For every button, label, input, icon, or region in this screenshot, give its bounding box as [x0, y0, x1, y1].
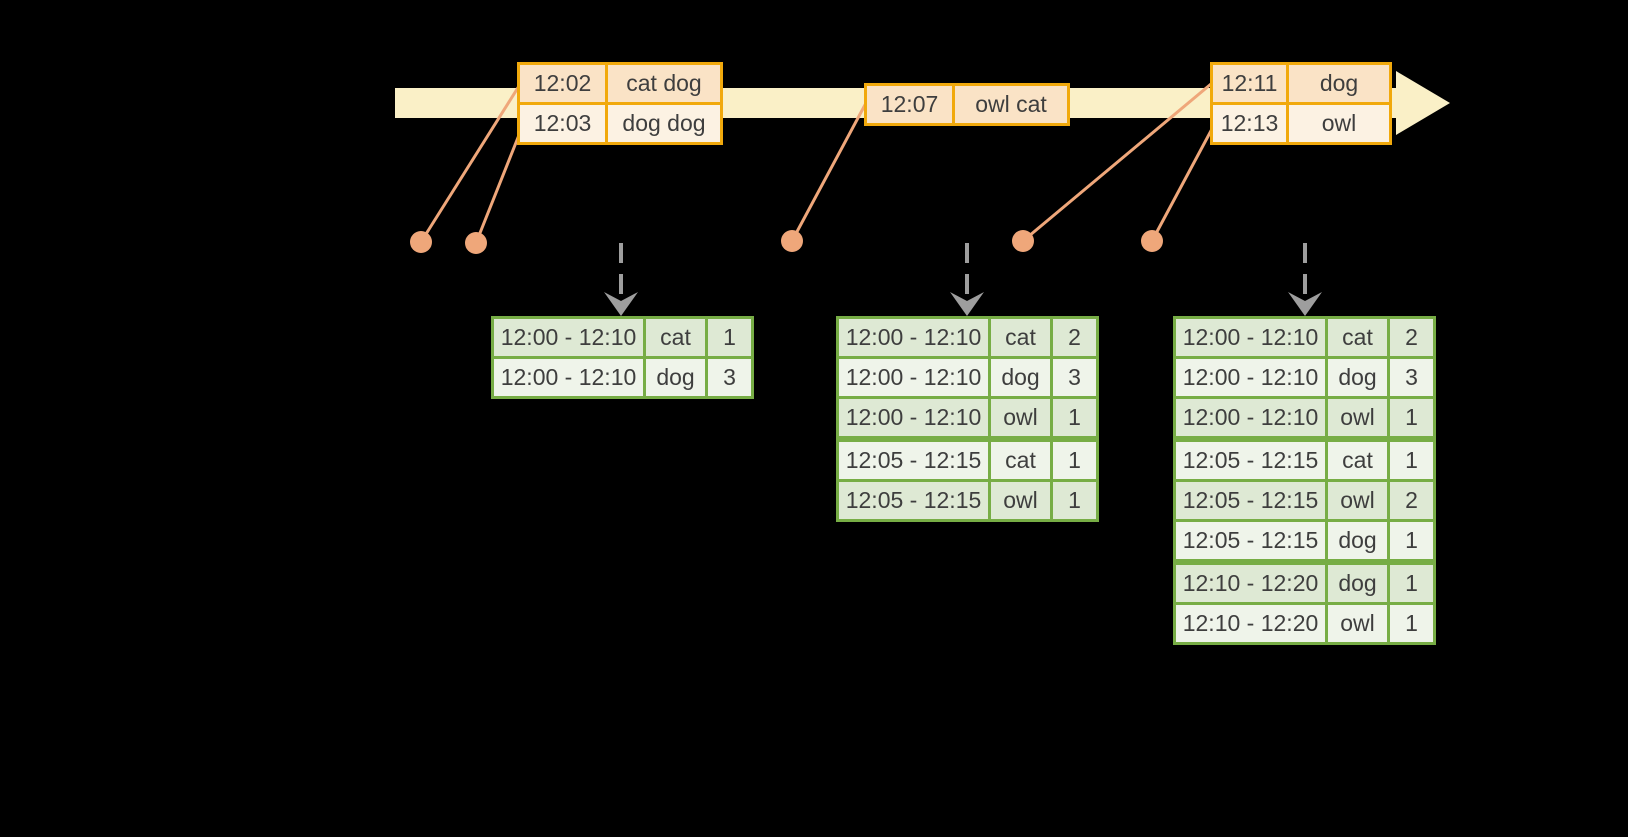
- word-cell: owl: [988, 479, 1053, 522]
- event-dot-icon: [410, 231, 432, 253]
- event-words-cell: dog dog: [605, 102, 723, 145]
- word-cell: dog: [1325, 519, 1390, 564]
- window-cell: 12:05 - 12:15: [1173, 519, 1328, 564]
- window-cell: 12:05 - 12:15: [1173, 479, 1328, 522]
- window-cell: 12:00 - 12:10: [491, 356, 646, 399]
- down-arrowhead-icon: [604, 292, 638, 316]
- window-cell: 12:05 - 12:15: [836, 436, 991, 482]
- word-cell: owl: [1325, 396, 1390, 441]
- connector-line: [1022, 82, 1212, 243]
- connector-line: [1150, 126, 1215, 242]
- event-time-cell: 12:03: [517, 102, 608, 145]
- event-time-cell: 12:13: [1210, 102, 1289, 145]
- event-dots: [410, 230, 1163, 254]
- count-cell: 1: [705, 316, 754, 359]
- window-cell: 12:05 - 12:15: [1173, 436, 1328, 482]
- word-cell: owl: [1325, 479, 1390, 522]
- event-time-cell: 12:11: [1210, 62, 1289, 105]
- word-cell: cat: [988, 436, 1053, 482]
- count-cell: 1: [1387, 602, 1436, 645]
- window-cell: 12:00 - 12:10: [1173, 356, 1328, 399]
- count-cell: 1: [1050, 479, 1099, 522]
- count-cell: 1: [1387, 559, 1436, 605]
- window-cell: 12:00 - 12:10: [1173, 316, 1328, 359]
- window-cell: 12:00 - 12:10: [836, 356, 991, 399]
- connector-line: [790, 102, 868, 242]
- count-cell: 1: [1050, 396, 1099, 441]
- count-cell: 2: [1387, 316, 1436, 359]
- word-cell: dog: [988, 356, 1053, 399]
- word-cell: owl: [1325, 602, 1390, 645]
- word-cell: cat: [1325, 316, 1390, 359]
- window-cell: 12:00 - 12:10: [836, 316, 991, 359]
- window-cell: 12:05 - 12:15: [836, 479, 991, 522]
- word-cell: dog: [643, 356, 708, 399]
- word-cell: cat: [1325, 436, 1390, 482]
- down-arrowhead-icon: [1288, 292, 1322, 316]
- window-cell: 12:00 - 12:10: [836, 396, 991, 441]
- event-words-cell: cat dog: [605, 62, 723, 105]
- word-cell: owl: [988, 396, 1053, 441]
- event-time-cell: 12:02: [517, 62, 608, 105]
- event-dot-icon: [1012, 230, 1034, 252]
- word-cell: cat: [643, 316, 708, 359]
- event-time-cell: 12:07: [864, 83, 955, 126]
- count-cell: 3: [1050, 356, 1099, 399]
- dashed-arrows: [604, 243, 1322, 316]
- count-cell: 3: [1387, 356, 1436, 399]
- count-cell: 1: [1387, 396, 1436, 441]
- window-cell: 12:10 - 12:20: [1173, 559, 1328, 605]
- window-cell: 12:00 - 12:10: [491, 316, 646, 359]
- word-cell: dog: [1325, 356, 1390, 399]
- event-words-cell: owl: [1286, 102, 1392, 145]
- word-cell: dog: [1325, 559, 1390, 605]
- connector-line: [419, 85, 521, 243]
- count-cell: 1: [1387, 519, 1436, 564]
- window-cell: 12:00 - 12:10: [1173, 396, 1328, 441]
- count-cell: 3: [705, 356, 754, 399]
- word-cell: cat: [988, 316, 1053, 359]
- event-dot-icon: [465, 232, 487, 254]
- connector-line: [474, 129, 523, 244]
- count-cell: 1: [1050, 436, 1099, 482]
- connector-lines: [419, 82, 1215, 244]
- down-arrowhead-icon: [950, 292, 984, 316]
- event-words-cell: dog: [1286, 62, 1392, 105]
- count-cell: 2: [1050, 316, 1099, 359]
- count-cell: 2: [1387, 479, 1436, 522]
- count-cell: 1: [1387, 436, 1436, 482]
- event-words-cell: owl cat: [952, 83, 1070, 126]
- event-dot-icon: [1141, 230, 1163, 252]
- timeline-arrowhead-icon: [1396, 71, 1450, 135]
- event-dot-icon: [781, 230, 803, 252]
- window-cell: 12:10 - 12:20: [1173, 602, 1328, 645]
